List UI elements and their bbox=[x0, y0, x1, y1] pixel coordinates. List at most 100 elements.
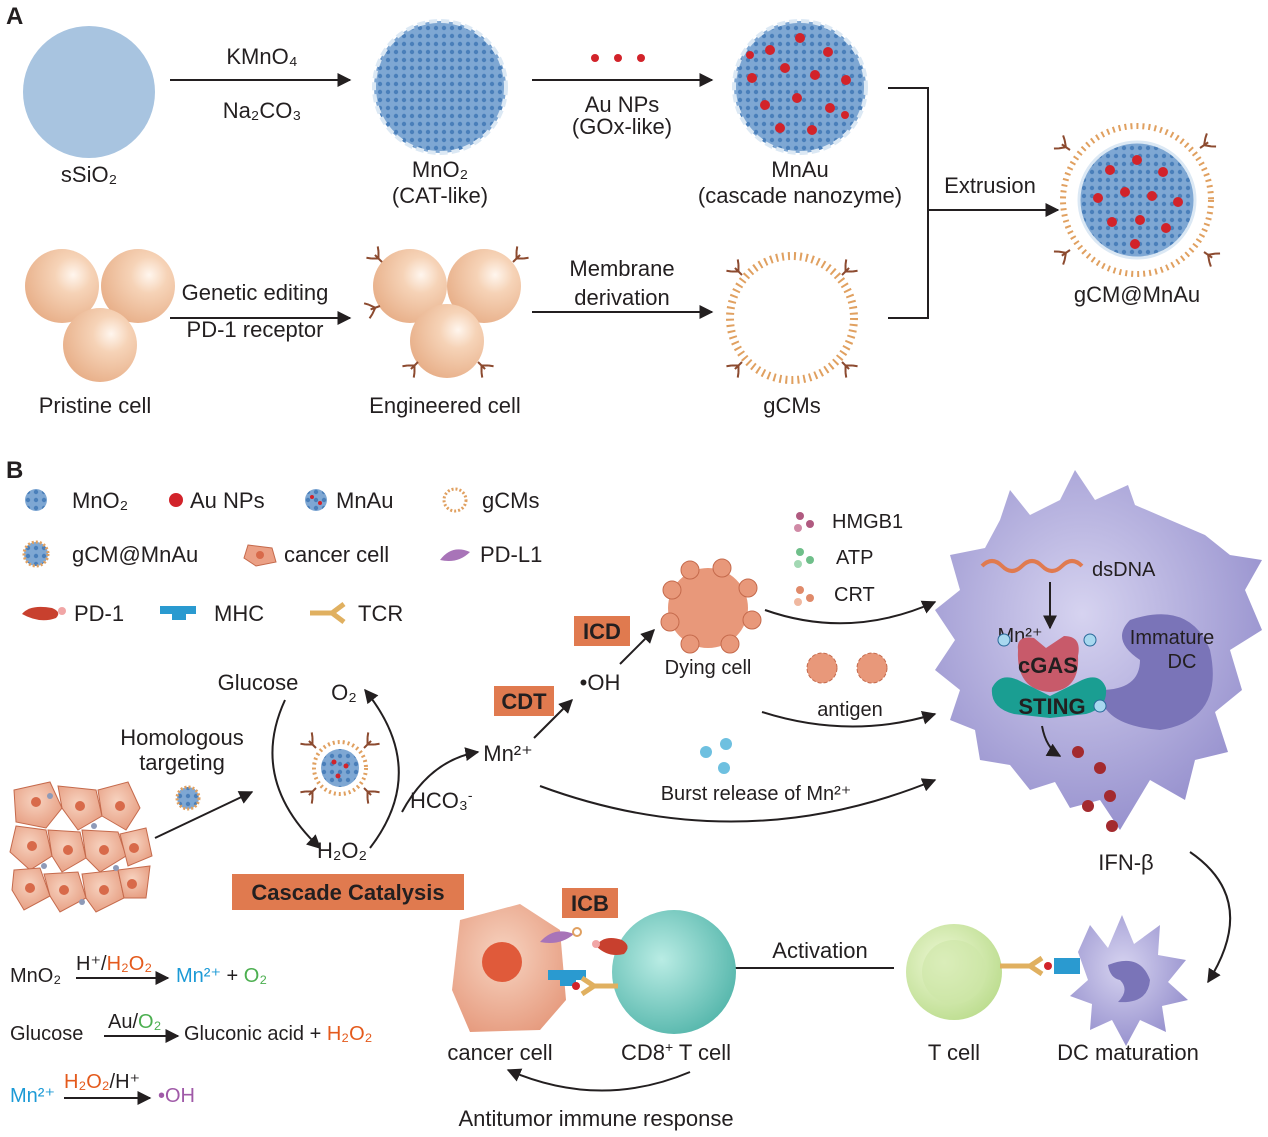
icb-box bbox=[562, 888, 618, 918]
dying-cell-label: Dying cell bbox=[665, 657, 752, 679]
arrow-antigen-to-dc bbox=[761, 710, 937, 728]
sting-label: STING bbox=[1018, 694, 1085, 719]
extrusion-label: Extrusion bbox=[944, 173, 1036, 198]
arrow-antitumor bbox=[506, 1068, 691, 1092]
cgas-icon bbox=[1017, 636, 1079, 692]
cdt-label: CDT bbox=[501, 689, 547, 714]
genetic-editing-label: Genetic editing bbox=[182, 280, 329, 305]
cancer-cell-label: cancer cell bbox=[447, 1040, 552, 1065]
pristine-cell bbox=[63, 308, 137, 382]
ssio2-label: sSiO₂ bbox=[61, 162, 117, 187]
equation-3: Mn²⁺ H₂O₂/H⁺ •OH bbox=[10, 1071, 195, 1107]
antigen-label: antigen bbox=[817, 699, 883, 721]
cd8-t-cell-label: CD8+ T cell bbox=[621, 1039, 731, 1065]
pristine-cell bbox=[25, 249, 99, 323]
activation-label: Activation bbox=[772, 938, 867, 963]
burst-release-label: Burst release of Mn²⁺ bbox=[661, 783, 852, 805]
arrow-ifn-to-maturation bbox=[1189, 851, 1232, 984]
au-np-dot bbox=[637, 54, 645, 62]
arrow-targeting bbox=[154, 791, 254, 839]
legend-mnau-icon bbox=[305, 489, 327, 511]
legend-au-icon bbox=[169, 493, 183, 507]
t-cell-label: T cell bbox=[928, 1040, 980, 1065]
dc-maturation-label: DC maturation bbox=[1057, 1040, 1199, 1065]
mn-ion-bound bbox=[1083, 633, 1097, 647]
equation-1: MnO₂ H⁺/H₂O₂ Mn²⁺ + O₂ bbox=[10, 953, 267, 987]
au-np-dot bbox=[614, 54, 622, 62]
dc-label: DC bbox=[1168, 651, 1197, 673]
mhc-icb-icon bbox=[548, 970, 586, 986]
legend-pdl1-icon bbox=[440, 549, 470, 561]
svg-text:Gluconic acid + H₂O₂: Gluconic acid + H₂O₂ bbox=[184, 1023, 372, 1045]
legend-mnau: MnAu bbox=[336, 488, 393, 513]
au-np-dot bbox=[591, 54, 599, 62]
pd1-receptor-label: PD-1 receptor bbox=[187, 317, 324, 342]
derivation-label: derivation bbox=[574, 285, 669, 310]
equation-2: Glucose Au/O₂ Gluconic acid + H₂O₂ bbox=[10, 1011, 372, 1045]
legend-mhc: MHC bbox=[214, 601, 264, 626]
mhc-bound-icon bbox=[1054, 958, 1080, 974]
svg-text:MnO₂: MnO₂ bbox=[10, 965, 61, 987]
targeting-label: targeting bbox=[139, 750, 225, 775]
antigen-icon bbox=[806, 652, 888, 684]
tcr-icb-icon bbox=[580, 975, 618, 997]
gcm-mnau-particle bbox=[1052, 123, 1222, 277]
legend-gcm-mnau: gCM@MnAu bbox=[72, 542, 198, 567]
arrow-damps-to-dc bbox=[764, 600, 937, 625]
gcms-label: gCMs bbox=[763, 393, 820, 418]
mn-ion-bound bbox=[997, 633, 1011, 647]
gcm-mnau-center bbox=[299, 731, 381, 805]
svg-text:•OH: •OH bbox=[158, 1085, 195, 1107]
arrow-mn-to-oh bbox=[533, 699, 573, 739]
na2co3-label: Na₂CO₃ bbox=[223, 98, 302, 123]
cascade-catalysis-label: Cascade Catalysis bbox=[251, 880, 444, 905]
immature-label: Immature bbox=[1130, 627, 1214, 649]
hco3-label: HCO₃- bbox=[410, 787, 473, 813]
pristine-label: Pristine cell bbox=[39, 393, 151, 418]
gcm-mnau-label: gCM@MnAu bbox=[1074, 282, 1200, 307]
sting-icon bbox=[991, 677, 1107, 718]
mn2-label: Mn²⁺ bbox=[483, 741, 533, 766]
arrow-burst-release bbox=[539, 778, 937, 823]
icd-box bbox=[574, 616, 630, 646]
legend-tcr: TCR bbox=[358, 601, 403, 626]
cd8-t-cell bbox=[612, 910, 736, 1034]
au-nps-label: Au NPs bbox=[585, 92, 660, 117]
arrow-oh-to-dying bbox=[619, 629, 655, 665]
pristine-cell bbox=[101, 249, 175, 323]
gcms-vesicle bbox=[725, 252, 859, 384]
oh-label: •OH bbox=[580, 670, 621, 695]
icb-label: ICB bbox=[571, 891, 609, 916]
ifn-beta-icon bbox=[1072, 746, 1118, 832]
panel-b-label: B bbox=[6, 457, 23, 484]
arrow-to-mn2 bbox=[401, 747, 480, 813]
legend-mno2-icon bbox=[25, 489, 47, 511]
atp-label: ATP bbox=[836, 547, 873, 569]
legend-mno2: MnO₂ bbox=[72, 488, 128, 513]
homologous-label: Homologous bbox=[120, 725, 244, 750]
cgas-label: cGAS bbox=[1018, 653, 1078, 678]
cascade-catalysis-box bbox=[232, 874, 464, 910]
silica-sphere bbox=[23, 26, 155, 158]
ifn-label: IFN-β bbox=[1098, 850, 1153, 875]
mno2-label: MnO₂ bbox=[412, 157, 468, 182]
glucose-label: Glucose bbox=[218, 670, 299, 695]
legend-cancer: cancer cell bbox=[284, 542, 389, 567]
legend-mhc-icon bbox=[160, 606, 196, 620]
mn-ion-bound bbox=[1093, 699, 1107, 713]
mno2-sublabel: (CAT-like) bbox=[392, 183, 488, 208]
pd1-bound-icon bbox=[596, 938, 628, 955]
svg-text:Glucose: Glucose bbox=[10, 1023, 83, 1045]
mno2-sphere bbox=[372, 19, 508, 155]
legend-gcms-icon bbox=[442, 487, 468, 513]
arrow-h2o2-to-o2 bbox=[364, 688, 400, 849]
pdl1-bound-icon bbox=[540, 931, 574, 943]
mnau-sphere bbox=[732, 19, 868, 155]
antitumor-label: Antitumor immune response bbox=[458, 1106, 733, 1131]
svg-text:Au/O₂: Au/O₂ bbox=[108, 1011, 161, 1033]
cancer-nucleus bbox=[482, 942, 522, 982]
legend-au: Au NPs bbox=[190, 488, 265, 513]
dsdna-icon bbox=[980, 559, 1084, 573]
